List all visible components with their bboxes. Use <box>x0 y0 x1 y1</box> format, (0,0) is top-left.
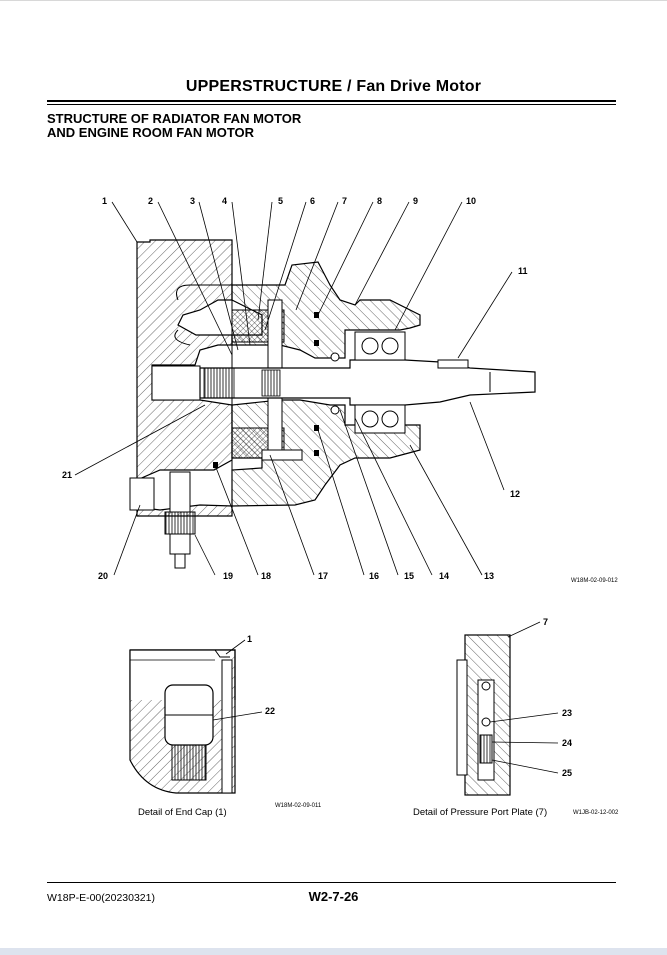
callout-13: 13 <box>484 571 494 581</box>
detail-right-callout-23: 23 <box>562 708 572 718</box>
end-cap-body <box>136 239 233 517</box>
callout-21: 21 <box>62 470 72 480</box>
o-ring-2 <box>314 340 319 346</box>
o-ring-1 <box>314 312 319 318</box>
section-title: STRUCTURE OF RADIATOR FAN MOTOR AND ENGI… <box>47 112 301 140</box>
detail-left-figure-id: W18M-02-09-011 <box>275 803 322 809</box>
callout-12: 12 <box>510 489 520 499</box>
detail-left-callout-22: 22 <box>265 706 275 716</box>
output-shaft <box>199 359 536 406</box>
callout-3: 3 <box>190 196 195 206</box>
shaft-spline <box>203 367 235 399</box>
section-title-line2: AND ENGINE ROOM FAN MOTOR <box>47 125 255 140</box>
oil-seal-upper <box>330 352 340 362</box>
page-top-border <box>0 0 667 1</box>
callout-19: 19 <box>223 571 233 581</box>
callout-14: 14 <box>439 571 449 581</box>
callout-4: 4 <box>222 196 227 206</box>
callout-5: 5 <box>278 196 283 206</box>
detail-pressure-port-plate: 7 23 24 25 <box>456 617 572 796</box>
footer-doc-code: W18P-E-00(20230321) <box>47 892 155 904</box>
page-header-title: UPPERSTRUCTURE / Fan Drive Motor <box>185 78 482 95</box>
o-ring-4 <box>314 450 319 456</box>
main-section-view <box>129 239 536 569</box>
callout-17: 17 <box>318 571 328 581</box>
header-rule <box>47 100 616 102</box>
footer-rule <box>47 882 616 883</box>
detail-left-caption: Detail of End Cap (1) <box>138 807 227 818</box>
main-callouts <box>74 201 513 576</box>
callout-7: 7 <box>342 196 347 206</box>
detail-left-callout-1: 1 <box>247 634 252 644</box>
shaft-key <box>437 359 469 369</box>
callout-20: 20 <box>98 571 108 581</box>
callout-11: 11 <box>518 266 528 276</box>
detail-right-callout-7: 7 <box>543 617 548 627</box>
header-rule-thin <box>47 104 616 105</box>
callout-18: 18 <box>261 571 271 581</box>
callout-15: 15 <box>404 571 414 581</box>
detail-right-figure-id: W1JB-02-12-002 <box>573 810 619 816</box>
end-cap-bore <box>151 365 201 401</box>
shaft-spline-2 <box>261 369 281 397</box>
o-ring-3 <box>314 425 319 431</box>
detail-right-callout-25: 25 <box>562 768 572 778</box>
section-title-line1: STRUCTURE OF RADIATOR FAN MOTOR <box>47 111 302 126</box>
o-ring-5 <box>213 462 218 468</box>
main-figure-id: W18M-02-09-012 <box>571 578 618 584</box>
end-cap-valve <box>164 684 214 781</box>
callout-10: 10 <box>466 196 476 206</box>
bottom-valve <box>164 471 196 569</box>
oil-seal-lower <box>330 405 340 415</box>
detail-end-cap: 1 22 <box>129 634 275 794</box>
callout-6: 6 <box>310 196 315 206</box>
callout-2: 2 <box>148 196 153 206</box>
detail-right-caption: Detail of Pressure Port Plate (7) <box>413 807 548 818</box>
main-callout-labels: 1 2 3 4 5 6 7 8 9 10 11 12 21 20 19 18 1… <box>62 196 528 581</box>
pin <box>261 449 303 461</box>
bottom-band <box>0 948 667 955</box>
bearing-lower <box>354 404 406 434</box>
detail-right-callout-24: 24 <box>562 738 572 748</box>
callout-16: 16 <box>369 571 379 581</box>
connector-block <box>129 477 155 511</box>
callout-1: 1 <box>102 196 107 206</box>
footer-page-number: W2-7-26 <box>308 889 359 904</box>
callout-9: 9 <box>413 196 418 206</box>
callout-8: 8 <box>377 196 382 206</box>
bearing-upper <box>354 331 406 361</box>
